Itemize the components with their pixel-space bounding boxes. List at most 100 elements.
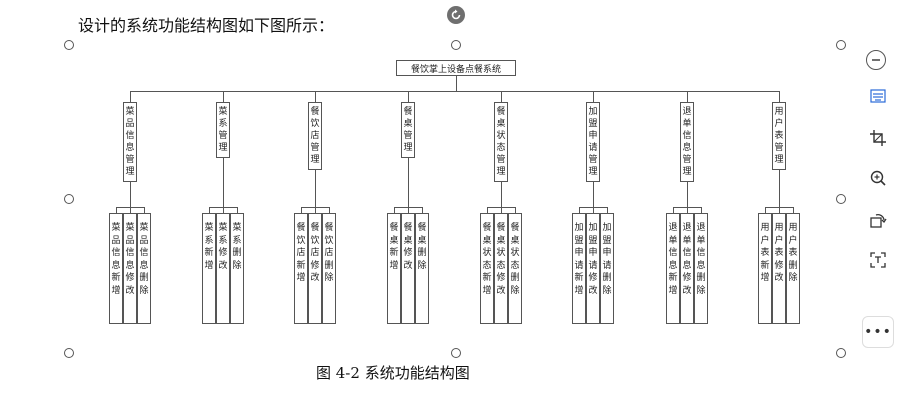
rotate-handle[interactable]	[447, 6, 465, 24]
function-leaf-node: 用户表新增	[758, 213, 772, 324]
module-connector	[687, 91, 688, 102]
resize-handle-top-left[interactable]	[64, 40, 74, 50]
more-button[interactable]: •••	[862, 316, 894, 348]
function-leaf-node: 加盟申请删除	[600, 213, 614, 324]
function-leaf-node: 加盟申请新增	[572, 213, 586, 324]
module-child-connector	[408, 158, 409, 207]
function-leaf-node: 餐饮店新增	[294, 213, 308, 324]
function-leaf-node: 餐饮店修改	[308, 213, 322, 324]
function-leaf-node: 用户表删除	[786, 213, 800, 324]
function-leaf-node: 加盟申请修改	[586, 213, 600, 324]
module-child-connector	[687, 182, 688, 207]
leaf-connector	[593, 207, 594, 213]
module-bus-line	[130, 91, 780, 92]
resize-handle-top[interactable]	[451, 40, 461, 50]
more-icon: •••	[864, 324, 892, 340]
leaf-connector	[144, 207, 145, 213]
function-leaf-node: 退单信息删除	[694, 213, 708, 324]
module-node: 退单信息管理	[680, 102, 694, 182]
function-leaf-node: 用户表修改	[772, 213, 786, 324]
leaf-connector	[701, 207, 702, 213]
module-node: 加盟申请管理	[586, 102, 600, 182]
root-connector	[456, 76, 457, 91]
leaf-connector	[209, 207, 210, 213]
module-connector	[130, 91, 131, 102]
function-leaf-node: 菜品信息删除	[137, 213, 151, 324]
leaf-connector	[501, 207, 502, 213]
module-child-connector	[130, 182, 131, 207]
leaf-connector	[116, 207, 117, 213]
leaf-connector	[579, 207, 580, 213]
crop-button[interactable]	[862, 122, 894, 154]
leaf-connector	[793, 207, 794, 213]
function-leaf-node: 餐桌状态新增	[480, 213, 494, 324]
function-leaf-node: 菜品信息新增	[109, 213, 123, 324]
rotate-icon	[451, 9, 461, 20]
module-node: 用户表管理	[772, 102, 786, 170]
function-leaf-node: 菜系新增	[202, 213, 216, 324]
leaf-connector	[315, 207, 316, 213]
resize-handle-top-right[interactable]	[836, 40, 846, 50]
ocr-icon	[870, 252, 886, 268]
function-leaf-node: 餐桌状态修改	[494, 213, 508, 324]
function-leaf-node: 餐桌新增	[387, 213, 401, 324]
rotate-button[interactable]	[862, 204, 894, 236]
function-leaf-node: 菜品信息修改	[123, 213, 137, 324]
text-wrap-button[interactable]	[862, 80, 894, 112]
leaf-connector	[687, 207, 688, 213]
module-connector	[315, 91, 316, 102]
zoom-in-icon	[870, 170, 886, 186]
function-leaf-node: 餐饮店删除	[322, 213, 336, 324]
diagram-root-node: 餐饮掌上设备点餐系统	[396, 60, 516, 76]
function-leaf-node: 菜系删除	[230, 213, 244, 324]
leaf-connector	[301, 207, 302, 213]
module-child-connector	[223, 158, 224, 207]
leaf-connector	[422, 207, 423, 213]
module-node: 餐桌管理	[401, 102, 415, 158]
ocr-button[interactable]	[862, 244, 894, 276]
module-child-connector	[779, 170, 780, 207]
function-leaf-node: 餐桌状态删除	[508, 213, 522, 324]
module-connector	[779, 91, 780, 102]
module-child-connector	[315, 170, 316, 207]
leaf-connector	[515, 207, 516, 213]
module-connector	[593, 91, 594, 102]
leaf-connector	[408, 207, 409, 213]
rotate-image-icon	[870, 214, 887, 228]
function-leaf-node: 退单信息新增	[666, 213, 680, 324]
function-leaf-node: 餐桌删除	[415, 213, 429, 324]
module-node: 餐桌状态管理	[494, 102, 508, 182]
crop-icon	[870, 130, 886, 146]
figure-caption: 图 4-2 系统功能结构图	[316, 364, 470, 382]
leaf-connector	[779, 207, 780, 213]
intro-text: 设计的系统功能结构图如下图所示：	[78, 16, 335, 35]
module-connector	[408, 91, 409, 102]
resize-handle-bottom[interactable]	[451, 348, 461, 358]
function-leaf-node: 退单信息修改	[680, 213, 694, 324]
resize-handle-right[interactable]	[836, 194, 846, 204]
module-node: 菜品信息管理	[123, 102, 137, 182]
module-node: 菜系管理	[216, 102, 230, 158]
module-node: 餐饮店管理	[308, 102, 322, 170]
module-connector	[223, 91, 224, 102]
resize-handle-bottom-left[interactable]	[64, 348, 74, 358]
module-connector	[501, 91, 502, 102]
module-child-connector	[593, 182, 594, 207]
leaf-connector	[394, 207, 395, 213]
resize-handle-left[interactable]	[64, 194, 74, 204]
leaf-connector	[237, 207, 238, 213]
leaf-connector	[765, 207, 766, 213]
minus-icon	[872, 59, 880, 61]
leaf-connector	[329, 207, 330, 213]
collapse-toolbar-button[interactable]	[866, 50, 886, 70]
text-wrap-icon	[870, 89, 886, 103]
leaf-connector	[673, 207, 674, 213]
function-leaf-node: 菜系修改	[216, 213, 230, 324]
zoom-in-button[interactable]	[862, 162, 894, 194]
function-leaf-node: 餐桌修改	[401, 213, 415, 324]
resize-handle-bottom-right[interactable]	[836, 348, 846, 358]
leaf-connector	[607, 207, 608, 213]
leaf-connector	[130, 207, 131, 213]
module-child-connector	[501, 182, 502, 207]
